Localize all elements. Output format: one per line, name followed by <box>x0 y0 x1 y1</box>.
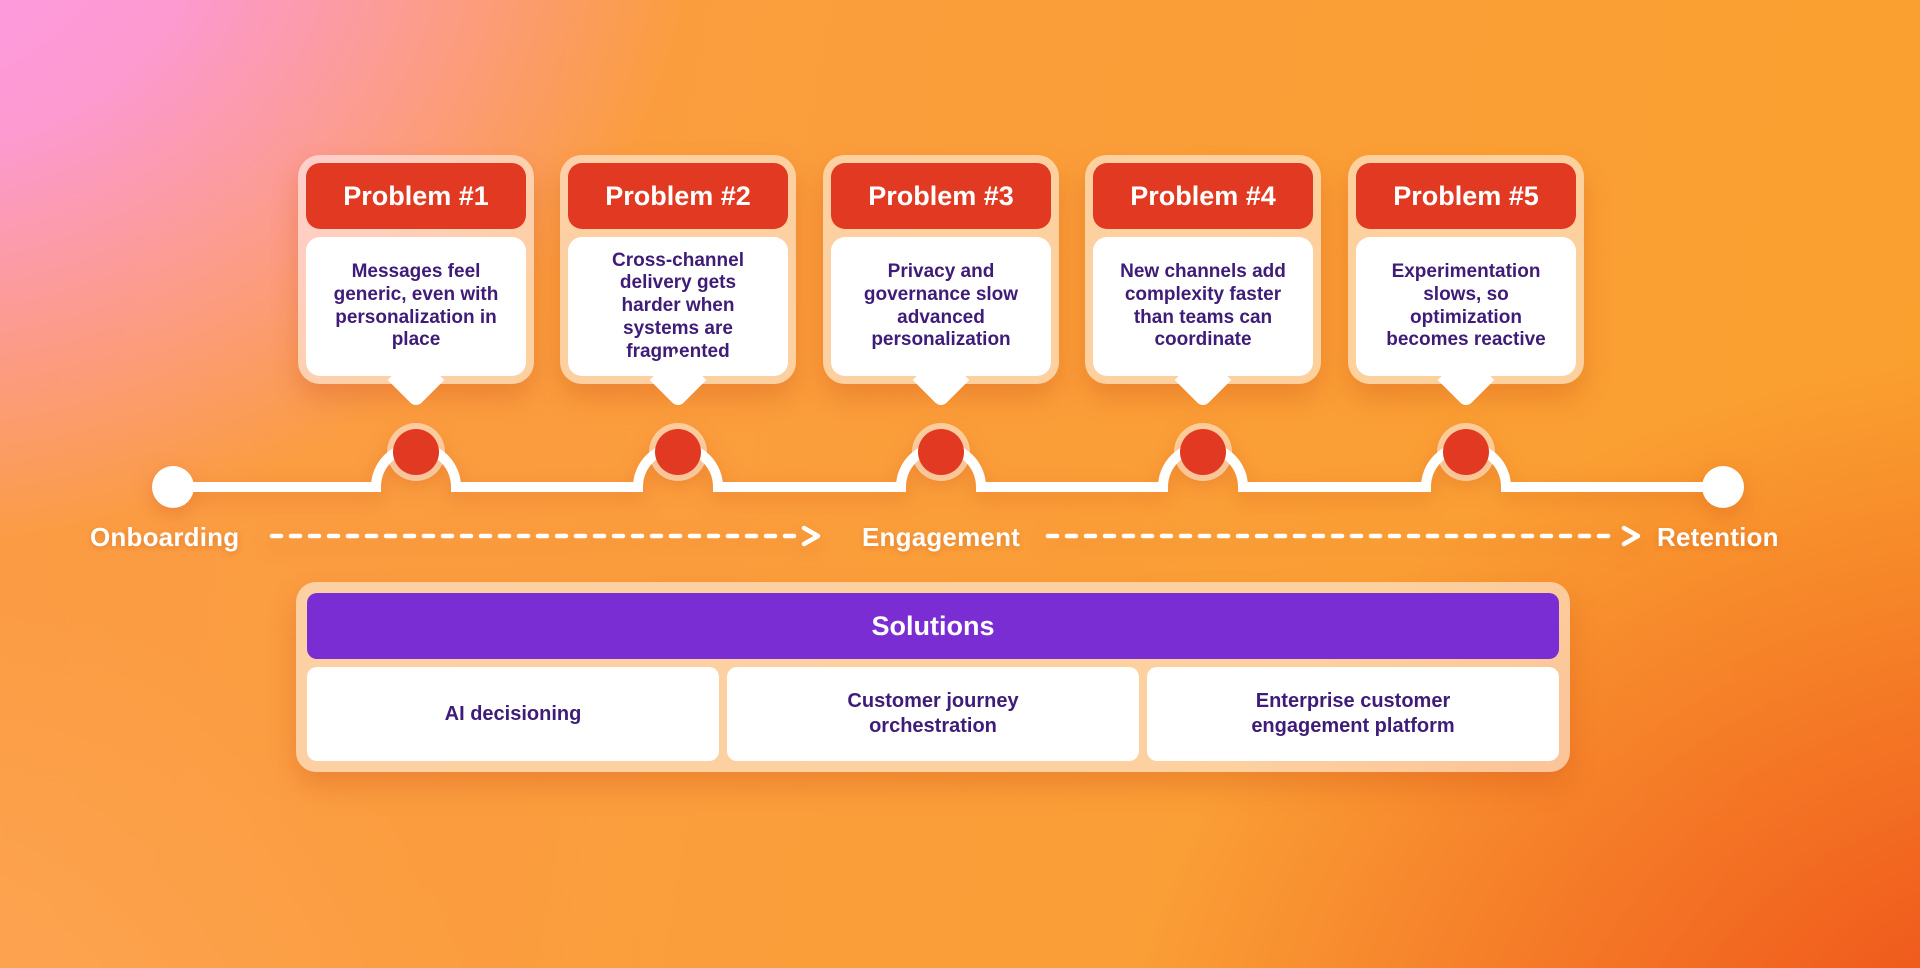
problem-card-title: Problem #5 <box>1393 180 1539 211</box>
problem-card-5: Problem #5 Experimentation slows, so opt… <box>1348 155 1584 409</box>
solution-box-enterprise-engagement-platform: Enterprise customer engagement platform <box>1147 667 1559 761</box>
solution-box-ai-decisioning: AI decisioning <box>307 667 719 761</box>
problem-card-header: Problem #4 <box>1093 163 1313 229</box>
solutions-header: Solutions <box>307 593 1559 659</box>
problem-card-2: Problem #2 Cross-channel delivery gets h… <box>560 155 796 409</box>
problem-card-header: Problem #2 <box>568 163 788 229</box>
problem-node-dot <box>393 429 439 475</box>
problem-card-header: Problem #5 <box>1356 163 1576 229</box>
stage-label-engagement: Engagement <box>861 522 1021 552</box>
problem-node-dot <box>918 429 964 475</box>
problem-node-dot <box>1180 429 1226 475</box>
timeline-start-dot <box>152 466 194 508</box>
solutions-row: AI decisioning Customer journey orchestr… <box>307 667 1559 761</box>
problem-card-1: Problem #1 Messages feel generic, even w… <box>298 155 534 409</box>
problem-node-dot <box>655 429 701 475</box>
timeline-end-dot <box>1702 466 1744 508</box>
problem-node-dot <box>1443 429 1489 475</box>
problem-node-1 <box>387 423 445 481</box>
problem-card-header: Problem #3 <box>831 163 1051 229</box>
arrowhead-icon <box>801 525 821 547</box>
solutions-panel: Solutions AI decisioning Customer journe… <box>296 582 1570 772</box>
arrowhead-icon <box>1621 525 1641 547</box>
stage-label-retention: Retention <box>1657 522 1779 552</box>
problem-card-header: Problem #1 <box>306 163 526 229</box>
solution-box-customer-journey-orchestration: Customer journey orchestration <box>727 667 1139 761</box>
stage-label-onboarding: Onboarding <box>90 522 240 552</box>
problem-card-title: Problem #1 <box>343 180 489 211</box>
problem-card-3: Problem #3 Privacy and governance slow a… <box>823 155 1059 409</box>
problem-card-title: Problem #2 <box>605 180 751 211</box>
problem-node-2 <box>649 423 707 481</box>
problem-card-title: Problem #4 <box>1130 180 1276 211</box>
solutions-title: Solutions <box>871 610 995 641</box>
problem-node-4 <box>1174 423 1232 481</box>
problem-node-3 <box>912 423 970 481</box>
problem-node-5 <box>1437 423 1495 481</box>
problem-card-4: Problem #4 New channels add complexity f… <box>1085 155 1321 409</box>
problem-card-body: Experimentation slows, so optimization b… <box>1356 237 1576 376</box>
problem-card-title: Problem #3 <box>868 180 1014 211</box>
